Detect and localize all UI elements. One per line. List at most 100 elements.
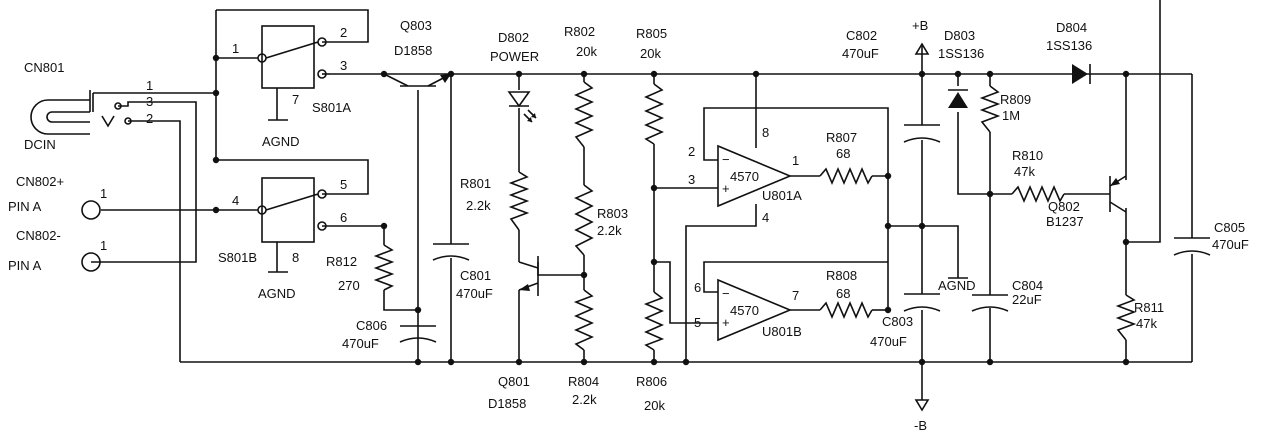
c805-capacitor [1173, 237, 1211, 256]
s801a-switch [257, 25, 327, 89]
s801b-pin4: 4 [232, 193, 239, 208]
c804-capacitor [971, 294, 1009, 312]
d804-diode [1072, 64, 1091, 84]
q803-label: Q803 [400, 18, 432, 33]
d803-label: D803 [944, 28, 975, 43]
c804-value: 22uF [1012, 292, 1042, 307]
minus-b-label: -B [914, 418, 927, 433]
cn802p-pin: 1 [100, 186, 107, 201]
u801a-pin8: 8 [762, 125, 769, 140]
u801b-name: 4570 [730, 303, 759, 318]
cn801-pin1: 1 [146, 78, 153, 93]
u801a-pin3: 3 [688, 172, 695, 187]
plus-b-label: +B [912, 18, 928, 33]
c803-label: C803 [882, 314, 913, 329]
r812-resistor [373, 244, 395, 291]
s801a-pin3: 3 [340, 58, 347, 73]
r802-resistor [574, 81, 594, 148]
c801-label: C801 [460, 268, 491, 283]
r811-label: R811 [1134, 300, 1164, 315]
u801a-plus: + [722, 181, 730, 196]
r810-value: 47k [1014, 164, 1035, 179]
agnd3-label: AGND [938, 278, 976, 293]
d802-name: POWER [490, 49, 539, 64]
r812-label: R812 [326, 254, 357, 269]
dcin-label: DCIN [24, 137, 56, 152]
c802-capacitor [903, 124, 941, 143]
r808-label: R808 [826, 268, 857, 283]
r810-resistor [1011, 184, 1065, 204]
s801b-switch [257, 177, 327, 243]
c801-value: 470uF [456, 286, 493, 301]
u801b-minus: − [722, 286, 730, 301]
q801-transistor [518, 256, 539, 296]
q803-transistor [383, 73, 452, 87]
c802-label: C802 [846, 28, 877, 43]
c806-value: 470uF [342, 336, 379, 351]
s801b-pin5: 5 [340, 177, 347, 192]
plus-b-arrow [914, 42, 930, 55]
junctions [212, 54, 1130, 366]
c805-value: 470uF [1212, 237, 1249, 252]
u801b-opamp [717, 278, 793, 342]
u801b-pin5: 5 [694, 315, 701, 330]
c802-value: 470uF [842, 46, 879, 61]
minus-b-arrow [914, 399, 930, 412]
r811-value: 47k [1136, 316, 1157, 331]
u801a-pin2: 2 [688, 144, 695, 159]
r801-value: 2.2k [466, 198, 491, 213]
d803-diode [948, 89, 968, 108]
r810-label: R810 [1012, 148, 1043, 163]
r805-label: R805 [636, 26, 667, 41]
cn802m-label: CN802- [16, 228, 61, 243]
r801-label: R801 [460, 176, 491, 191]
u801b-label: U801B [762, 324, 802, 339]
r809-resistor [979, 85, 1001, 133]
s801a-label: S801A [312, 100, 351, 115]
r803-label: R803 [597, 206, 628, 221]
d803-part: 1SS136 [938, 46, 984, 61]
u801a-label: U801A [762, 188, 802, 203]
u801a-minus: − [722, 152, 730, 167]
r804-resistor [573, 289, 594, 351]
c806-capacitor [399, 325, 437, 343]
r805-value: 20k [640, 46, 661, 61]
r809-value: 1M [1002, 108, 1020, 123]
cn801-pin2: 2 [146, 111, 153, 126]
cn802m-pin: 1 [100, 238, 107, 253]
r806-value: 20k [644, 398, 665, 413]
q801-label: Q801 [498, 374, 530, 389]
r812-value: 270 [338, 278, 360, 293]
r809-label: R809 [1000, 92, 1031, 107]
q803-part: D1858 [394, 43, 432, 58]
u801a-opamp [717, 144, 793, 208]
u801b-pin7: 7 [792, 288, 799, 303]
r806-label: R806 [636, 374, 667, 389]
cn802-plus-pin [81, 200, 101, 220]
r802-label: R802 [564, 24, 595, 39]
d804-label: D804 [1056, 20, 1087, 35]
q802-label: Q802 [1048, 199, 1080, 214]
d804-part: 1SS136 [1046, 38, 1092, 53]
r808-value: 68 [836, 286, 850, 301]
c806-label: C806 [356, 318, 387, 333]
r807-label: R807 [826, 130, 857, 145]
pina1-label: PIN A [8, 199, 42, 214]
cn801-label: CN801 [24, 60, 64, 75]
labels: CN801 1 3 2 DCIN CN802+ 1 PIN A CN802- 1… [8, 18, 1249, 433]
r801-resistor [508, 171, 530, 231]
c805-label: C805 [1214, 220, 1245, 235]
s801b-label: S801B [218, 250, 257, 265]
c801-capacitor [432, 243, 470, 261]
r804-label: R804 [568, 374, 599, 389]
c803-capacitor [903, 293, 941, 312]
r803-value: 2.2k [597, 223, 622, 238]
r803-resistor [574, 184, 594, 256]
u801b-plus: + [722, 315, 730, 330]
cn801-pin3: 3 [146, 94, 153, 109]
q801-part: D1858 [488, 396, 526, 411]
agnd1-label: AGND [262, 134, 300, 149]
c803-value: 470uF [870, 334, 907, 349]
r807-value: 68 [836, 146, 850, 161]
